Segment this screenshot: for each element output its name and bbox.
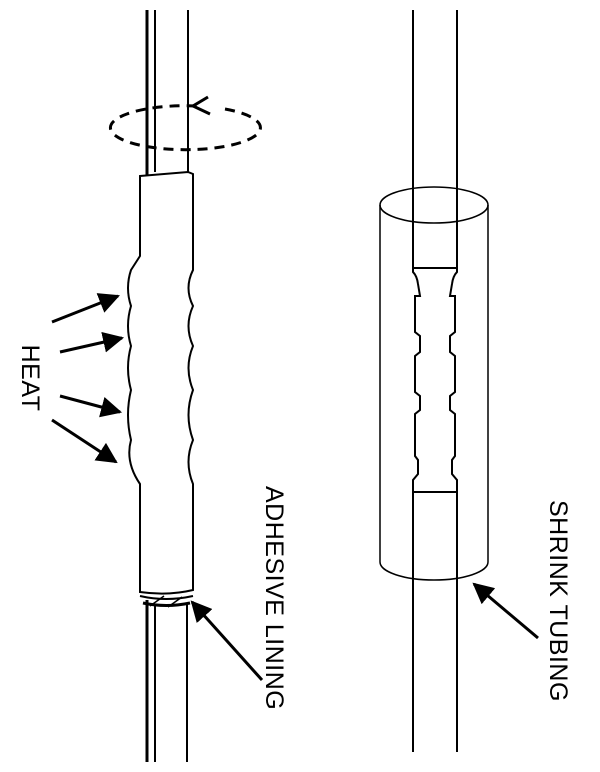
shrunk-sleeve: [127, 170, 195, 595]
adhesive-lining-arrow: [190, 600, 264, 682]
right-lower-wire: [412, 492, 458, 752]
right-upper-wire: [412, 10, 458, 268]
lower-wire: [145, 600, 188, 762]
rotation-indicator: [108, 95, 262, 152]
heat-arrow: [59, 331, 125, 354]
crimp-splice: [412, 267, 458, 493]
shrink-tube: [379, 186, 489, 581]
heated-splice-assembly: [51, 10, 264, 762]
heat-arrows: [51, 293, 125, 464]
adhesive-lining-label: ADHESIVE LINING: [260, 486, 288, 710]
heat-arrow: [51, 418, 118, 464]
heat-arrow: [59, 394, 123, 418]
shrink-tubing-label: SHRINK TUBING: [544, 500, 572, 702]
upper-wire: [145, 10, 189, 176]
heat-label: HEAT: [16, 345, 44, 412]
unshrunk-splice-assembly: [379, 10, 539, 752]
heat-arrow: [51, 293, 120, 324]
shrink-tubing-arrow: [472, 582, 539, 640]
